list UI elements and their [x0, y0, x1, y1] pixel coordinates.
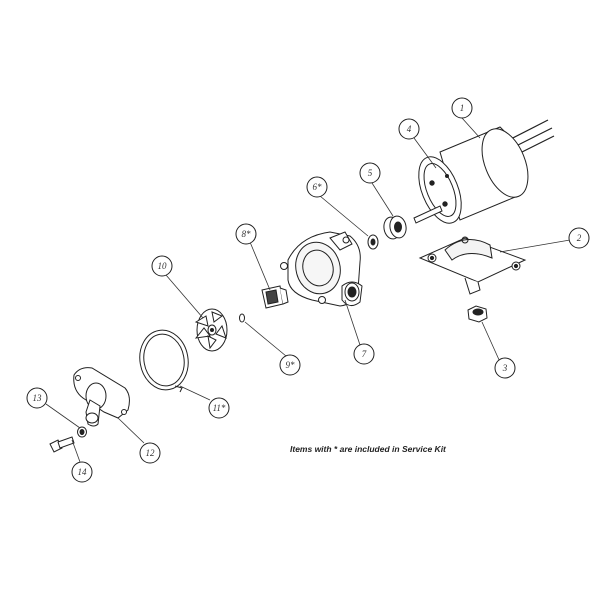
callout-label-2: 2 — [577, 233, 582, 243]
callout-9: 9* — [279, 354, 301, 376]
callout-label-3: 3 — [502, 363, 508, 373]
callout-label-8: 8* — [242, 229, 252, 239]
part-gasket — [139, 329, 189, 393]
part-nut — [467, 305, 488, 323]
callout-label-4: 4 — [407, 124, 412, 134]
part-impeller — [194, 308, 228, 352]
part-small-o-ring — [239, 313, 245, 323]
callout-12: 12 — [139, 442, 161, 464]
part-small-washer — [77, 426, 87, 438]
callout-label-7: 7 — [362, 349, 367, 359]
callout-7: 7 — [353, 343, 375, 365]
callout-14: 14 — [71, 461, 93, 483]
callout-10: 10 — [151, 255, 173, 277]
callout-label-5: 5 — [368, 168, 373, 178]
callout-4: 4 — [398, 118, 420, 140]
callout-13: 13 — [26, 387, 48, 409]
part-end-cover — [73, 367, 130, 427]
callout-label-14: 14 — [78, 467, 88, 477]
callout-2: 2 — [568, 227, 590, 249]
callout-3: 3 — [494, 357, 516, 379]
service-kit-note: Items with * are included in Service Kit — [290, 444, 446, 454]
callout-label-12: 12 — [146, 448, 156, 458]
part-bolt — [49, 436, 75, 453]
callout-label-6: 6* — [313, 182, 323, 192]
callout-label-9: 9* — [286, 360, 296, 370]
part-washer — [367, 234, 379, 250]
part-seal — [383, 215, 407, 240]
callout-1: 1 — [451, 97, 473, 119]
part-pump-housing — [280, 231, 363, 307]
leader-lines — [45, 117, 571, 463]
part-valve-screw — [261, 285, 289, 309]
part-motor — [413, 119, 555, 224]
callout-label-1: 1 — [460, 103, 465, 113]
callout-5: 5 — [359, 162, 381, 184]
callout-label-13: 13 — [33, 393, 43, 403]
callout-label-11: 11* — [213, 403, 226, 413]
callout-6: 6* — [306, 176, 328, 198]
part-mounting-bracket — [418, 236, 527, 295]
callout-label-10: 10 — [158, 261, 168, 271]
callout-8: 8* — [235, 223, 257, 245]
callout-11: 11* — [208, 397, 230, 419]
